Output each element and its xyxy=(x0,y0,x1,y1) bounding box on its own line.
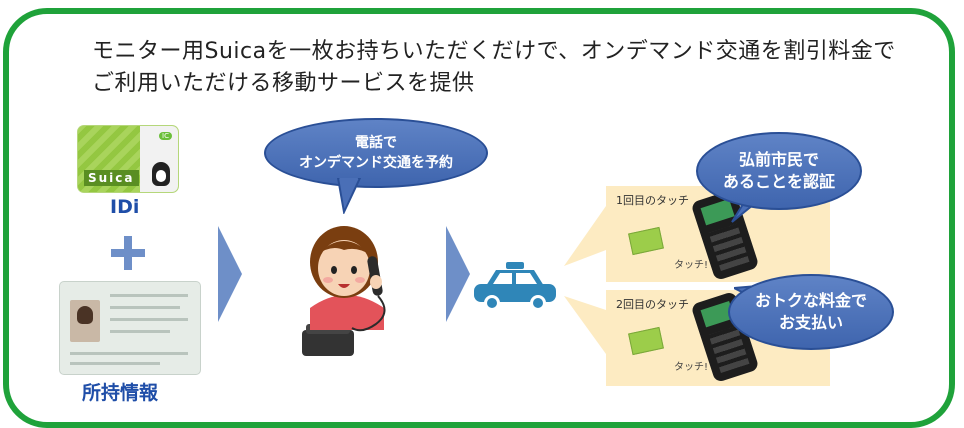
resident-verification-bubble: 弘前市民で あることを認証 xyxy=(696,132,862,210)
bubble-line-1: 弘前市民で xyxy=(738,150,819,169)
headline: モニター用Suicaを一枚お持ちいただくだけで、オンデマンド交通を割引料金で ご… xyxy=(92,36,912,100)
headline-line-1: モニター用Suicaを一枚お持ちいただくだけで、オンデマンド交通を割引料金で xyxy=(92,39,896,64)
arrow-right-icon xyxy=(446,226,470,322)
suica-card-image: IC Suica xyxy=(78,126,178,192)
panel-title: 2回目のタッチ xyxy=(616,298,689,311)
bubble-line-2: オンデマンド交通を予約 xyxy=(299,155,453,171)
phone-reservation-bubble: 電話で オンデマンド交通を予約 xyxy=(264,118,488,188)
operator-phone-icon xyxy=(302,226,386,356)
idi-label: IDi xyxy=(110,196,140,218)
headline-line-2: ご利用いただける移動サービスを提供 xyxy=(92,71,475,96)
suica-card-icon xyxy=(628,326,664,356)
id-photo-icon xyxy=(70,300,100,342)
bubble-line-1: 電話で xyxy=(355,135,397,151)
suica-card-icon xyxy=(628,226,664,256)
possession-label: 所持情報 xyxy=(82,382,159,404)
bubble-tail xyxy=(336,178,362,214)
bubble-line-2: あることを認証 xyxy=(722,172,835,191)
suica-logo: Suica xyxy=(84,170,139,186)
discount-payment-bubble: おトクな料金で お支払い xyxy=(728,274,894,350)
bubble-line-1: おトクな料金で xyxy=(754,291,867,310)
touch-text: タッチ! xyxy=(674,362,709,373)
arrow-right-icon xyxy=(218,226,242,322)
bubble-line-2: お支払い xyxy=(778,313,843,332)
touch-text: タッチ! xyxy=(674,260,709,271)
taxi-icon xyxy=(474,262,556,311)
penguin-icon xyxy=(152,162,170,186)
panel-title: 1回目のタッチ xyxy=(616,194,689,207)
plus-icon xyxy=(111,236,145,270)
ic-badge-icon: IC xyxy=(159,132,172,140)
id-card-image xyxy=(60,282,200,374)
panel-connectors xyxy=(564,206,606,354)
